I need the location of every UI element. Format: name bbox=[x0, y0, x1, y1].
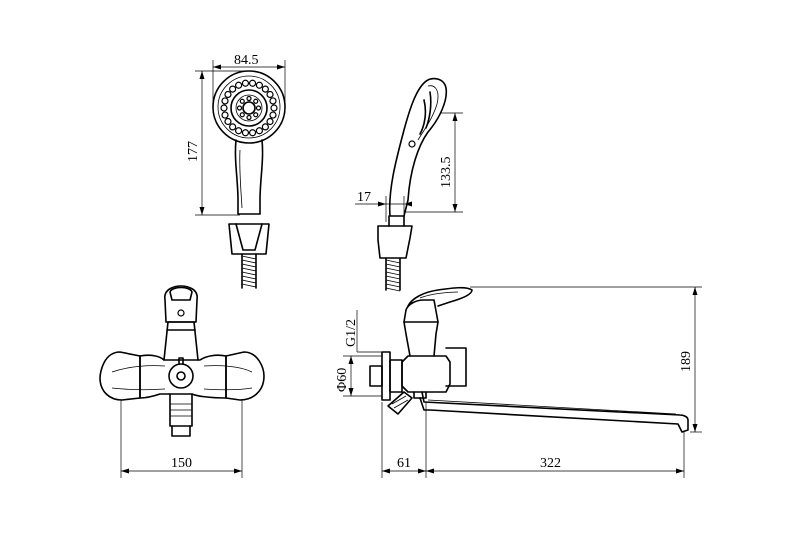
hose-wrap bbox=[241, 275, 257, 280]
dim-label-189: 189 bbox=[679, 351, 694, 372]
spray-hole bbox=[229, 123, 237, 131]
spray-hole bbox=[235, 81, 243, 89]
hose-wrap bbox=[385, 275, 401, 280]
spray-hole bbox=[221, 111, 229, 119]
spray-hole bbox=[255, 81, 263, 89]
dim-label-322: 322 bbox=[540, 456, 561, 471]
shower-head-side-view bbox=[377, 77, 448, 292]
spray-hole bbox=[266, 117, 274, 126]
spray-hole bbox=[269, 111, 277, 119]
dim-label-150: 150 bbox=[171, 456, 192, 471]
hose-wrap bbox=[241, 271, 257, 276]
spray-hole bbox=[241, 79, 250, 87]
spray-hole bbox=[261, 123, 269, 131]
spray-hole-inner bbox=[253, 112, 259, 118]
hose-wrap bbox=[385, 283, 401, 288]
spray-hole bbox=[221, 97, 229, 105]
spray-hole-inner bbox=[255, 105, 262, 111]
spray-hole bbox=[261, 85, 269, 93]
spray-hole-inner bbox=[236, 105, 243, 111]
spray-hole bbox=[266, 90, 274, 99]
spray-hole-inner bbox=[239, 112, 245, 118]
spray-hole bbox=[224, 90, 232, 99]
dim-label-17: 17 bbox=[357, 190, 371, 205]
dim-label-84-5: 84.5 bbox=[234, 53, 259, 68]
mixer-front-view bbox=[99, 285, 265, 437]
hose-wrap bbox=[385, 259, 401, 264]
spray-hole-inner bbox=[253, 98, 259, 104]
hose-wrap bbox=[241, 259, 257, 264]
spray-hole bbox=[224, 117, 232, 126]
spray-hole bbox=[269, 97, 277, 105]
dim-label-133-5: 133.5 bbox=[439, 157, 454, 189]
dim-flange-diameter: Φ60 bbox=[335, 355, 382, 397]
hose-wrap bbox=[385, 279, 401, 284]
dim-label-phi-60: Φ60 bbox=[335, 368, 350, 392]
hose-wrap bbox=[241, 267, 257, 272]
spray-hole bbox=[270, 104, 278, 112]
hose-wrap bbox=[385, 267, 401, 272]
dim-shower-width: 84.5 bbox=[212, 53, 286, 102]
spray-hole bbox=[220, 104, 228, 112]
spray-hole-inner bbox=[246, 95, 252, 102]
hose-wrap bbox=[385, 271, 401, 276]
hose-wrap bbox=[385, 263, 401, 268]
dim-shower-handle: 17 bbox=[355, 190, 412, 222]
shower-head-front-view bbox=[212, 70, 286, 289]
hose-wrap bbox=[385, 287, 401, 292]
spray-hole bbox=[229, 85, 237, 93]
spray-hole-inner bbox=[246, 114, 252, 121]
spray-hole-inner bbox=[239, 98, 245, 104]
spray-hole bbox=[248, 79, 257, 87]
spray-hole bbox=[255, 127, 263, 135]
dim-spout-reach: 61 322 bbox=[381, 402, 685, 478]
dim-shower-side-length: 133.5 bbox=[405, 112, 463, 213]
hose-wrap bbox=[241, 283, 257, 288]
hose-wrap bbox=[241, 263, 257, 268]
mixer-side-view bbox=[369, 286, 689, 433]
dim-label-61: 61 bbox=[397, 456, 411, 471]
hose-wrap bbox=[241, 255, 257, 260]
dim-label-g1-2: G1/2 bbox=[344, 319, 359, 347]
hose-wrap bbox=[241, 279, 257, 284]
spray-hole bbox=[248, 129, 257, 137]
dim-shower-length: 177 bbox=[186, 70, 245, 216]
spray-hole bbox=[235, 127, 243, 135]
dim-thread: G1/2 bbox=[344, 310, 390, 353]
dim-label-177: 177 bbox=[186, 141, 201, 162]
spray-hole bbox=[241, 129, 250, 137]
dim-mixer-width: 150 bbox=[120, 400, 243, 478]
dim-total-height: 189 bbox=[470, 286, 702, 433]
